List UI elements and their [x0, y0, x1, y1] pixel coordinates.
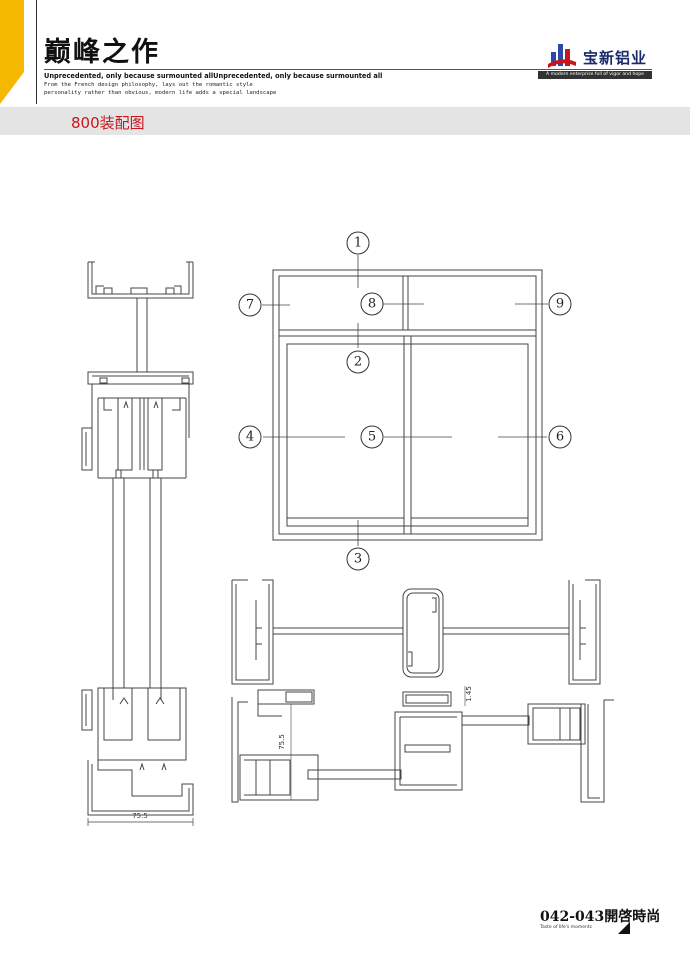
dim-mid-vertical: 75.5 [278, 734, 286, 750]
horizontal-section-lower [231, 686, 614, 803]
dim-small-vertical: 1.45 [465, 686, 473, 702]
page-title: 巅峰之作 [44, 37, 160, 68]
callout-circles [238, 231, 572, 571]
callout-9: 9 [556, 297, 564, 312]
page-number: 042-043開啓時尚 [540, 909, 661, 925]
callout-2: 2 [354, 355, 362, 370]
callout-7: 7 [246, 298, 254, 313]
window-elevation [272, 269, 543, 541]
section-band [0, 107, 690, 135]
section-title: 800装配图 [71, 114, 145, 132]
tagline-line-1: From the French design philosophy, lays … [44, 82, 253, 88]
header-divider-line [36, 0, 37, 104]
callout-8: 8 [368, 297, 376, 312]
brand-slogan: A modern enterprise full of vigor and ho… [538, 71, 652, 79]
header-rule [44, 69, 652, 70]
vertical-section-profile [81, 261, 194, 826]
page-subtitle: Taste of life's moments [540, 925, 592, 930]
tagline-bold: Unprecedented, only because surmounted a… [44, 72, 383, 80]
footer-triangle-icon [618, 922, 630, 934]
brand-logo-icon [548, 44, 576, 68]
horizontal-section-upper [231, 579, 601, 685]
callout-leaders [262, 255, 548, 546]
callout-3: 3 [354, 552, 362, 567]
brand-name: 宝新铝业 [583, 49, 648, 67]
dim-left-width: 75.5 [132, 812, 148, 820]
callout-6: 6 [556, 430, 564, 445]
callout-1: 1 [354, 236, 362, 251]
callout-4: 4 [246, 430, 254, 445]
callout-5: 5 [368, 430, 376, 445]
header-accent-triangle [0, 0, 24, 104]
tagline-line-2: personality rather than obvious, modern … [44, 90, 277, 96]
